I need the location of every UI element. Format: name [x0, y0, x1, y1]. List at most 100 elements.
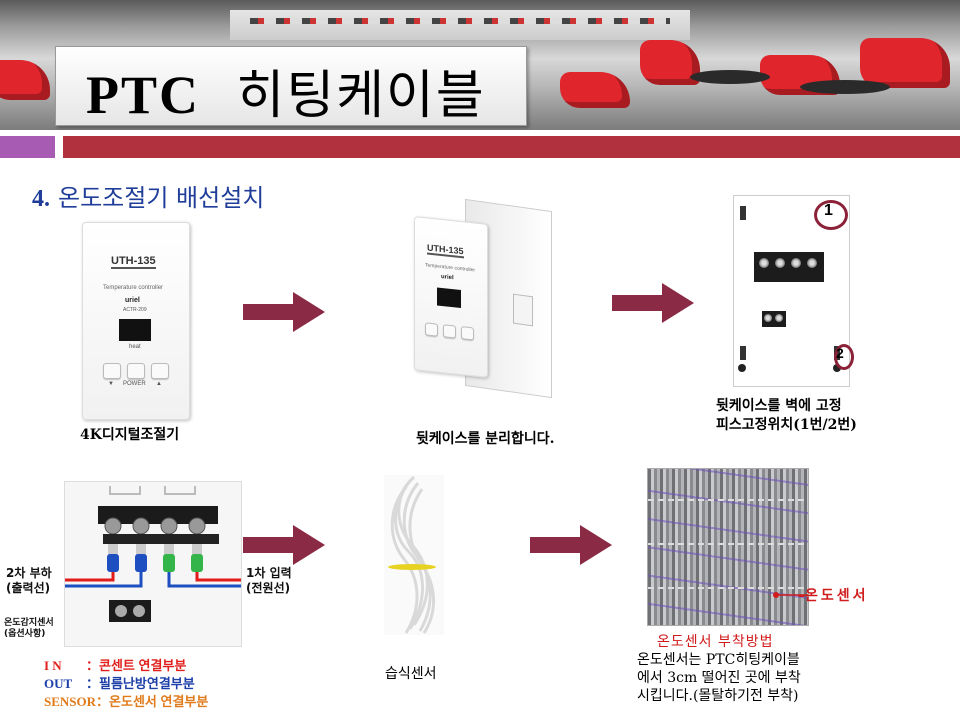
- banner-shelf: [230, 10, 690, 40]
- sensor-tag-label: –온도센서: [798, 585, 869, 605]
- device-power-button: [127, 363, 145, 379]
- terminal-block-main: [754, 252, 824, 282]
- banner-chair: [860, 38, 950, 88]
- accent-bar-red: [63, 136, 960, 158]
- controller-separated-image: UTH-135 Temperature controller uriel: [410, 198, 555, 399]
- title-box: PTC 히팅케이블: [55, 46, 527, 126]
- sensor-terminal-line1: 온도감지센서: [4, 618, 54, 628]
- marker-number-2: 2: [836, 345, 844, 361]
- device-brand-sub: ACTR-209: [123, 307, 147, 313]
- header-banner: PTC 히팅케이블: [0, 0, 960, 130]
- caption-controller: 4K디지털조절기: [80, 427, 180, 443]
- legend-out-text: 필름난방연결부분: [99, 676, 195, 691]
- wiring-diagram-image: [64, 481, 242, 647]
- legend-out-sep: ：: [86, 676, 100, 691]
- terminal-block-sensor: [762, 311, 786, 327]
- marker-number-1: 1: [824, 202, 833, 219]
- legend-in: I N ：콘센트 연결부분: [44, 655, 186, 674]
- attach-desc-line1: 온도센서는 PTC히팅케이블: [637, 652, 800, 668]
- input-label-line1: 1차 입력: [246, 566, 292, 580]
- back-case-image: 1 2: [733, 195, 854, 387]
- attach-method-title: 온도센서 부착방법: [657, 634, 774, 650]
- input-label-line2: (전원선): [246, 581, 291, 595]
- arrow-right-icon: [243, 525, 325, 565]
- sensor-tag-dash: –: [798, 588, 805, 604]
- legend-sensor: SENSOR：온도센서 연결부분: [44, 691, 208, 710]
- device-up-button: [151, 363, 169, 379]
- banner-chair: [560, 72, 630, 108]
- wiring-illustration: [65, 486, 241, 622]
- device-button: [443, 324, 456, 339]
- device-heat-label: heat: [129, 344, 141, 350]
- device-down-glyph: ▼: [108, 381, 114, 387]
- load-label-line1: 2차 부하: [6, 566, 52, 580]
- mount-hole: [833, 364, 841, 372]
- device-subtitle: Temperature controller: [103, 285, 164, 291]
- mount-hole: [738, 364, 746, 372]
- front-cover: UTH-135 Temperature controller uriel: [414, 216, 488, 378]
- sensor-terminal-label: 온도감지센서 (옵션사항): [4, 618, 54, 641]
- banner-chair: [0, 60, 50, 100]
- page-title: PTC 히팅케이블: [86, 53, 486, 128]
- legend-sensor-key: SENSOR: [44, 694, 97, 709]
- section-title: 4.온도조절기 배선설치: [32, 178, 264, 213]
- floor-dash-line: [648, 543, 808, 545]
- device-brand: uriel: [441, 273, 454, 282]
- mount-slot: [740, 346, 746, 360]
- input-label: 1차 입력 (전원선): [246, 566, 292, 596]
- sensor-cable-image: [384, 475, 444, 635]
- floor-dash-line: [648, 587, 808, 589]
- legend-in-text: 콘센트 연결부분: [99, 658, 187, 673]
- accent-bar-purple: [0, 136, 55, 158]
- load-label: 2차 부하 (출력선): [6, 566, 52, 596]
- device-button: [425, 322, 438, 337]
- sensor-cable-illustration: [388, 475, 436, 634]
- attach-desc-line2: 에서 3cm 떨어진 곳에 부착: [637, 670, 801, 687]
- marker-ring-2: [834, 344, 854, 370]
- title-korean: 히팅케이블: [236, 66, 486, 126]
- terminal-screw: [807, 258, 817, 268]
- device-power-label: POWER: [123, 381, 146, 387]
- legend-out-key: OUT: [44, 676, 73, 691]
- title-english: PTC: [86, 65, 200, 125]
- attach-method-description: 온도센서는 PTC히팅케이블 에서 3cm 떨어진 곳에 부착 시킵니다.(몰탈…: [637, 651, 801, 706]
- section-title-text: 온도조절기 배선설치: [58, 184, 265, 212]
- banner-bottles: [250, 18, 670, 24]
- terminal-screw: [764, 314, 772, 322]
- banner-table: [800, 80, 890, 94]
- legend-out: OUT ：필름난방연결부분: [44, 673, 195, 692]
- legend-in-sep: ：: [86, 658, 100, 673]
- device-button: [461, 326, 474, 341]
- mount-slot: [740, 206, 746, 220]
- terminal-screw: [759, 258, 769, 268]
- device-subtitle: Temperature controller: [425, 262, 476, 274]
- terminal-screw: [775, 258, 785, 268]
- floor-cable-image: [647, 468, 809, 626]
- device-up-glyph: ▲: [156, 381, 162, 387]
- sensor-terminal-line2: (옵션사항): [4, 629, 46, 640]
- caption-fix-line1: 뒷케이스를 벽에 고정: [716, 398, 842, 414]
- device-model-label: UTH-135: [427, 242, 464, 259]
- controller-front-image: UTH-135 Temperature controller uriel ACT…: [82, 222, 190, 420]
- legend-sensor-sep: ：: [96, 694, 110, 709]
- floor-dash-line: [648, 499, 808, 501]
- caption-separate: 뒷케이스를 분리합니다.: [416, 431, 555, 447]
- caption-fix-line2: 피스고정위치(1번/2번): [716, 417, 857, 433]
- device-brand: uriel: [125, 297, 140, 304]
- caption-sensor: 습식센서: [385, 666, 437, 682]
- marker-ring-1: [814, 200, 848, 230]
- device-display: [119, 319, 151, 341]
- attach-desc-line3: 시킵니다.(몰탈하기전 부착): [637, 688, 799, 705]
- load-label-line2: (출력선): [6, 581, 51, 595]
- terminal-screw: [775, 314, 783, 322]
- sensor-pointer: [773, 592, 808, 598]
- back-plate-slot: [513, 293, 533, 327]
- terminal-screw: [791, 258, 801, 268]
- legend-in-key: I N: [44, 658, 62, 673]
- banner-table: [690, 70, 770, 84]
- arrow-right-icon: [530, 525, 612, 565]
- device-down-button: [103, 363, 121, 379]
- device-display: [437, 287, 461, 309]
- sensor-tag-text: 온도센서: [805, 588, 869, 604]
- arrow-right-icon: [612, 283, 694, 323]
